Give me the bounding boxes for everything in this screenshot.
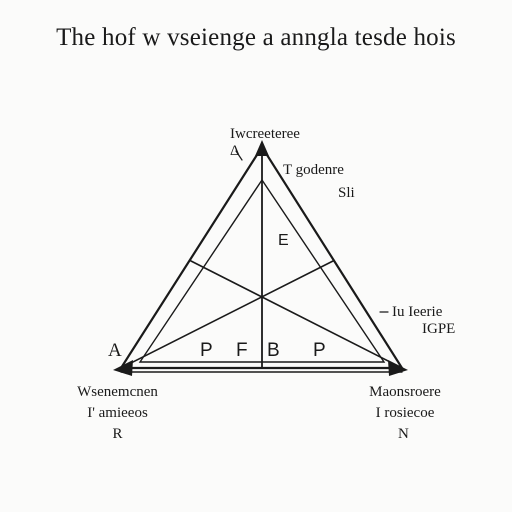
label-bottom-left: Wsenemcnen I' amieeos R	[55, 384, 180, 443]
vertex-label-left: A	[108, 340, 122, 361]
label-bottom-left-line1: Wsenemcnen	[77, 384, 158, 400]
label-right-mid-line2: IGPE	[422, 321, 456, 337]
diagonal-left	[190, 260, 403, 369]
label-bottom-left-line2: I' amieeos	[87, 405, 148, 421]
label-top: Iwcreeteree Δ	[200, 126, 330, 160]
label-bottom-right: Maonsroere I rosiecoe N	[340, 384, 470, 443]
label-right-mid-line1: Iu Ieerie	[392, 304, 443, 320]
diagram-title: The hof w vseienge a anngla tesde hois	[56, 24, 456, 51]
label-bottom-right-line1: Maonsroere	[369, 384, 441, 400]
vertex-arrow-right	[388, 360, 408, 376]
inner-label-p4: P	[313, 340, 326, 361]
vertex-arrow-top	[255, 140, 269, 156]
inner-label-p3: B	[267, 340, 280, 361]
label-right-top: T godenre Sli	[283, 162, 355, 202]
inner-label-p1: P	[200, 340, 213, 361]
label-bottom-left-line3: R	[112, 426, 123, 442]
diagonal-right	[120, 260, 334, 369]
vertex-arrow-left	[113, 360, 133, 376]
label-right-top-line1: T godenre	[283, 162, 344, 178]
tick-top-left	[235, 150, 243, 161]
label-right-top-line2: Sli	[338, 185, 355, 201]
label-top-line2: Δ	[230, 143, 240, 159]
label-top-line1: Iwcreeteree	[230, 126, 300, 142]
label-bottom-right-line3: N	[398, 426, 409, 442]
label-right-mid: Iu Ieerie IGPE	[392, 304, 455, 338]
inner-label-p2: F	[236, 340, 248, 361]
inner-label-center: E	[278, 232, 289, 249]
label-bottom-right-line2: I rosiecoe	[375, 405, 435, 421]
